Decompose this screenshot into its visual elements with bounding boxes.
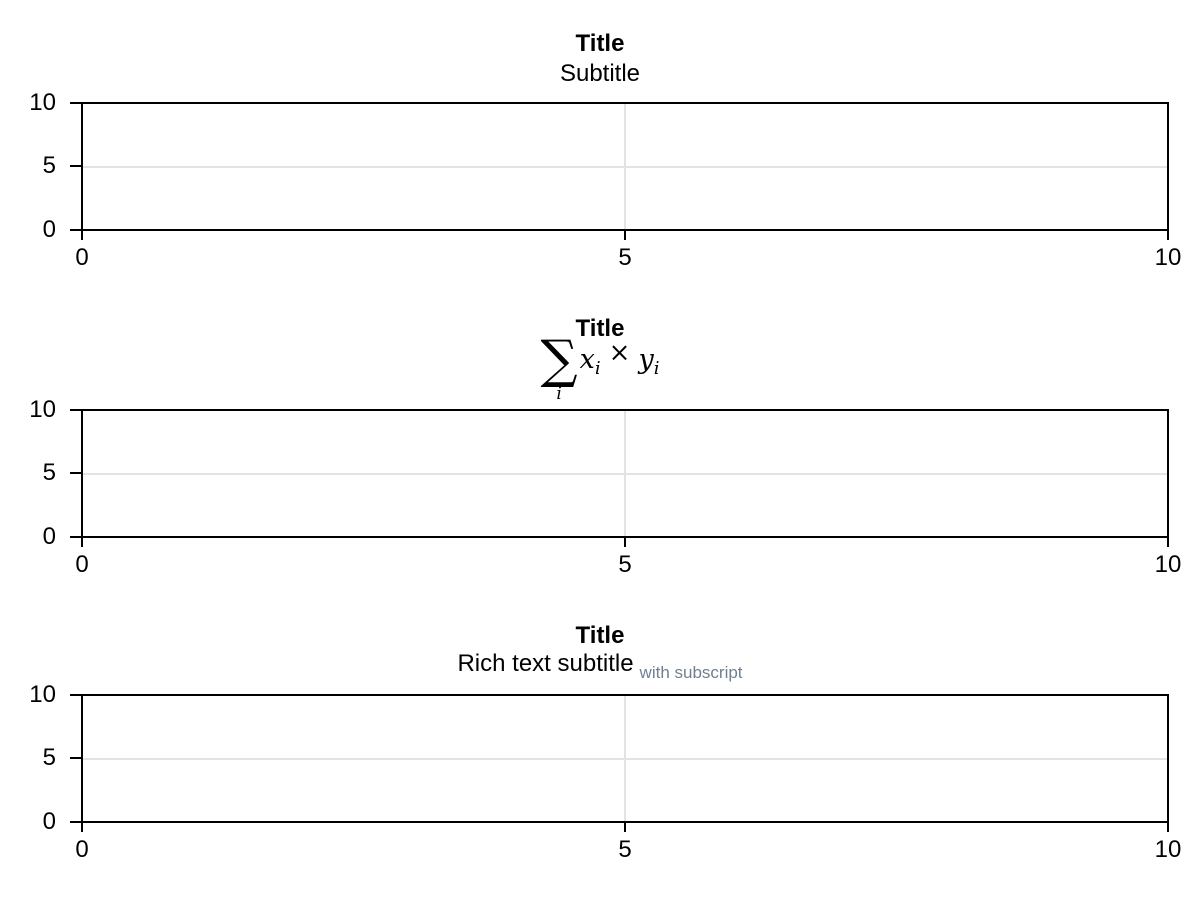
gridline-vertical bbox=[624, 104, 626, 229]
x-tick-label: 5 bbox=[618, 836, 632, 863]
gridline-horizontal bbox=[83, 472, 1167, 475]
x-tick bbox=[624, 231, 626, 240]
math-var-x: x bbox=[579, 344, 595, 375]
math-terms: xi×yi bbox=[579, 338, 660, 379]
subtitle-subscript-text: with subscript bbox=[639, 663, 743, 682]
math-sub-i: i bbox=[594, 358, 601, 379]
y-tick bbox=[70, 821, 82, 823]
sum-limit: i bbox=[556, 384, 562, 404]
x-tick-label: 0 bbox=[75, 551, 89, 578]
x-tick-label: 0 bbox=[75, 836, 89, 863]
gridline-horizontal bbox=[83, 165, 1167, 168]
panel-subtitle-rich: Rich text subtitle with subscript bbox=[0, 650, 1200, 687]
x-tick bbox=[624, 823, 626, 832]
x-tick-label: 5 bbox=[618, 551, 632, 578]
y-tick-label: 5 bbox=[42, 744, 56, 771]
axis-area bbox=[81, 694, 1169, 823]
gridline-vertical bbox=[624, 696, 626, 821]
axis-area bbox=[81, 409, 1169, 538]
y-tick-label: 5 bbox=[42, 152, 56, 179]
y-tick-label: 0 bbox=[42, 216, 56, 243]
panel-title: Title bbox=[575, 315, 625, 342]
y-tick bbox=[70, 472, 82, 474]
y-tick-label: 0 bbox=[42, 808, 56, 835]
x-tick-label: 10 bbox=[1154, 836, 1182, 863]
axis-area bbox=[81, 102, 1169, 231]
y-tick bbox=[70, 102, 82, 104]
math-sub-i: i bbox=[653, 358, 660, 379]
y-tick bbox=[70, 536, 82, 538]
x-tick-label: 10 bbox=[1154, 551, 1182, 578]
panel-title: Title bbox=[575, 30, 625, 57]
y-tick bbox=[70, 165, 82, 167]
y-tick-label: 10 bbox=[29, 89, 56, 116]
x-tick bbox=[1167, 231, 1169, 240]
y-tick-label: 10 bbox=[29, 396, 56, 423]
gridline-horizontal bbox=[83, 757, 1167, 760]
panel-title: Title bbox=[575, 622, 625, 649]
x-tick-label: 10 bbox=[1154, 244, 1182, 271]
panel-subtitle: Subtitle bbox=[559, 60, 641, 87]
x-tick bbox=[1167, 538, 1169, 547]
panel-subtitle-math: ∑ i xi×yi bbox=[0, 334, 1200, 406]
y-tick-label: 0 bbox=[42, 523, 56, 550]
sum-operator: ∑ i bbox=[540, 330, 578, 404]
math-var-y: y bbox=[638, 344, 654, 375]
x-tick bbox=[1167, 823, 1169, 832]
y-tick bbox=[70, 409, 82, 411]
y-tick bbox=[70, 229, 82, 231]
gridline-vertical bbox=[624, 411, 626, 536]
multiply-operator: × bbox=[608, 338, 631, 368]
y-tick-label: 5 bbox=[42, 459, 56, 486]
sum-icon: ∑ bbox=[540, 330, 578, 390]
subtitle-main-text: Rich text subtitle bbox=[457, 650, 634, 677]
y-tick bbox=[70, 694, 82, 696]
y-tick bbox=[70, 757, 82, 759]
x-tick-label: 5 bbox=[618, 244, 632, 271]
x-tick-label: 0 bbox=[75, 244, 89, 271]
x-tick bbox=[81, 231, 83, 240]
y-tick-label: 10 bbox=[29, 681, 56, 708]
x-tick bbox=[81, 823, 83, 832]
x-tick bbox=[81, 538, 83, 547]
x-tick bbox=[624, 538, 626, 547]
